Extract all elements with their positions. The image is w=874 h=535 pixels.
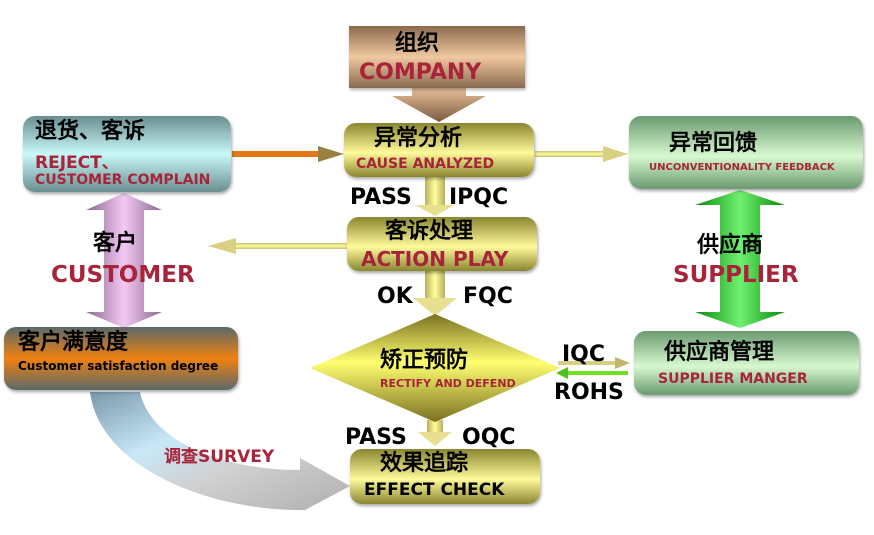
reject-zh: 退货、客诉 [35,119,146,144]
ok-label: OK [377,284,413,309]
supplier-manager-zh: 供应商管理 [664,340,775,365]
satisfaction-en: Customer satisfaction degree [18,359,219,373]
customer-double-arrow [86,193,162,328]
reject-en2: CUSTOMER COMPLAIN [35,172,211,188]
supplier-zh: 供应商 [697,233,764,258]
cause-to-feedback-arrow-head [603,146,628,162]
action-to-rectify-arrow [413,270,457,316]
survey-label: 调查SURVEY [164,447,275,467]
oqc-label: OQC [462,425,516,450]
rectify-to-supplier-arrow [558,357,630,369]
company-en: COMPANY [359,60,482,85]
cause-to-action-arrow [415,177,455,216]
survey-curved-arrow [90,392,350,511]
pass-label-2: PASS [345,425,407,450]
supplier-manager-en: SUPPLIER MANGER [658,371,808,387]
reject-en1: REJECT、 [35,153,119,173]
pass-label-1: PASS [350,185,412,210]
cause-zh: 异常分析 [374,126,463,151]
reject-to-cause-arrow-shaft [232,151,322,157]
feedback-zh: 异常回馈 [669,131,758,156]
supplier-double-arrow [695,190,785,328]
action-zh: 客诉处理 [385,219,474,244]
customer-en: CUSTOMER [51,262,195,288]
rectify-diamond [310,314,560,422]
rectify-en: RECTIFY AND DEFEND [380,377,516,390]
reject-to-cause-arrow-head [318,146,344,162]
company-box: 组织 COMPANY [349,26,525,88]
effect-zh: 效果追踪 [380,451,469,476]
company-zh: 组织 [395,31,440,56]
action-en: ACTION PLAY [361,247,509,271]
cause-en: CAUSE ANALYZED [356,156,495,172]
action-to-customer-arrow-shaft [232,243,348,249]
rectify-to-effect-arrow [418,420,452,446]
action-box: 客诉处理 ACTION PLAY [347,217,537,271]
feedback-en: UNCONVENTIONALITY FEEDBACK [649,162,835,173]
satisfaction-zh: 客户满意度 [18,330,129,355]
cause-to-feedback-arrow-shaft [535,151,607,157]
action-to-customer-arrow-head [208,238,236,254]
effect-box: 效果追踪 EFFECT CHECK [350,449,540,504]
reject-box: 退货、客诉 REJECT、 CUSTOMER COMPLAIN [23,116,231,192]
supplier-manager-box: 供应商管理 SUPPLIER MANGER [634,331,859,395]
customer-zh: 客户 [93,231,138,256]
ipqc-label: IPQC [449,185,509,210]
rectify-zh: 矫正预防 [380,348,469,373]
supplier-to-rectify-arrow [556,367,628,379]
fqc-label: FQC [463,284,513,309]
rohs-label: ROHS [554,380,624,405]
supplier-en: SUPPLIER [673,262,799,288]
company-down-arrow [392,88,486,122]
cause-box: 异常分析 CAUSE ANALYZED [344,123,534,177]
satisfaction-box: 客户满意度 Customer satisfaction degree [4,327,238,390]
feedback-box: 异常回馈 UNCONVENTIONALITY FEEDBACK [629,116,863,189]
iqc-label: IQC [562,342,606,367]
effect-en: EFFECT CHECK [364,480,505,500]
